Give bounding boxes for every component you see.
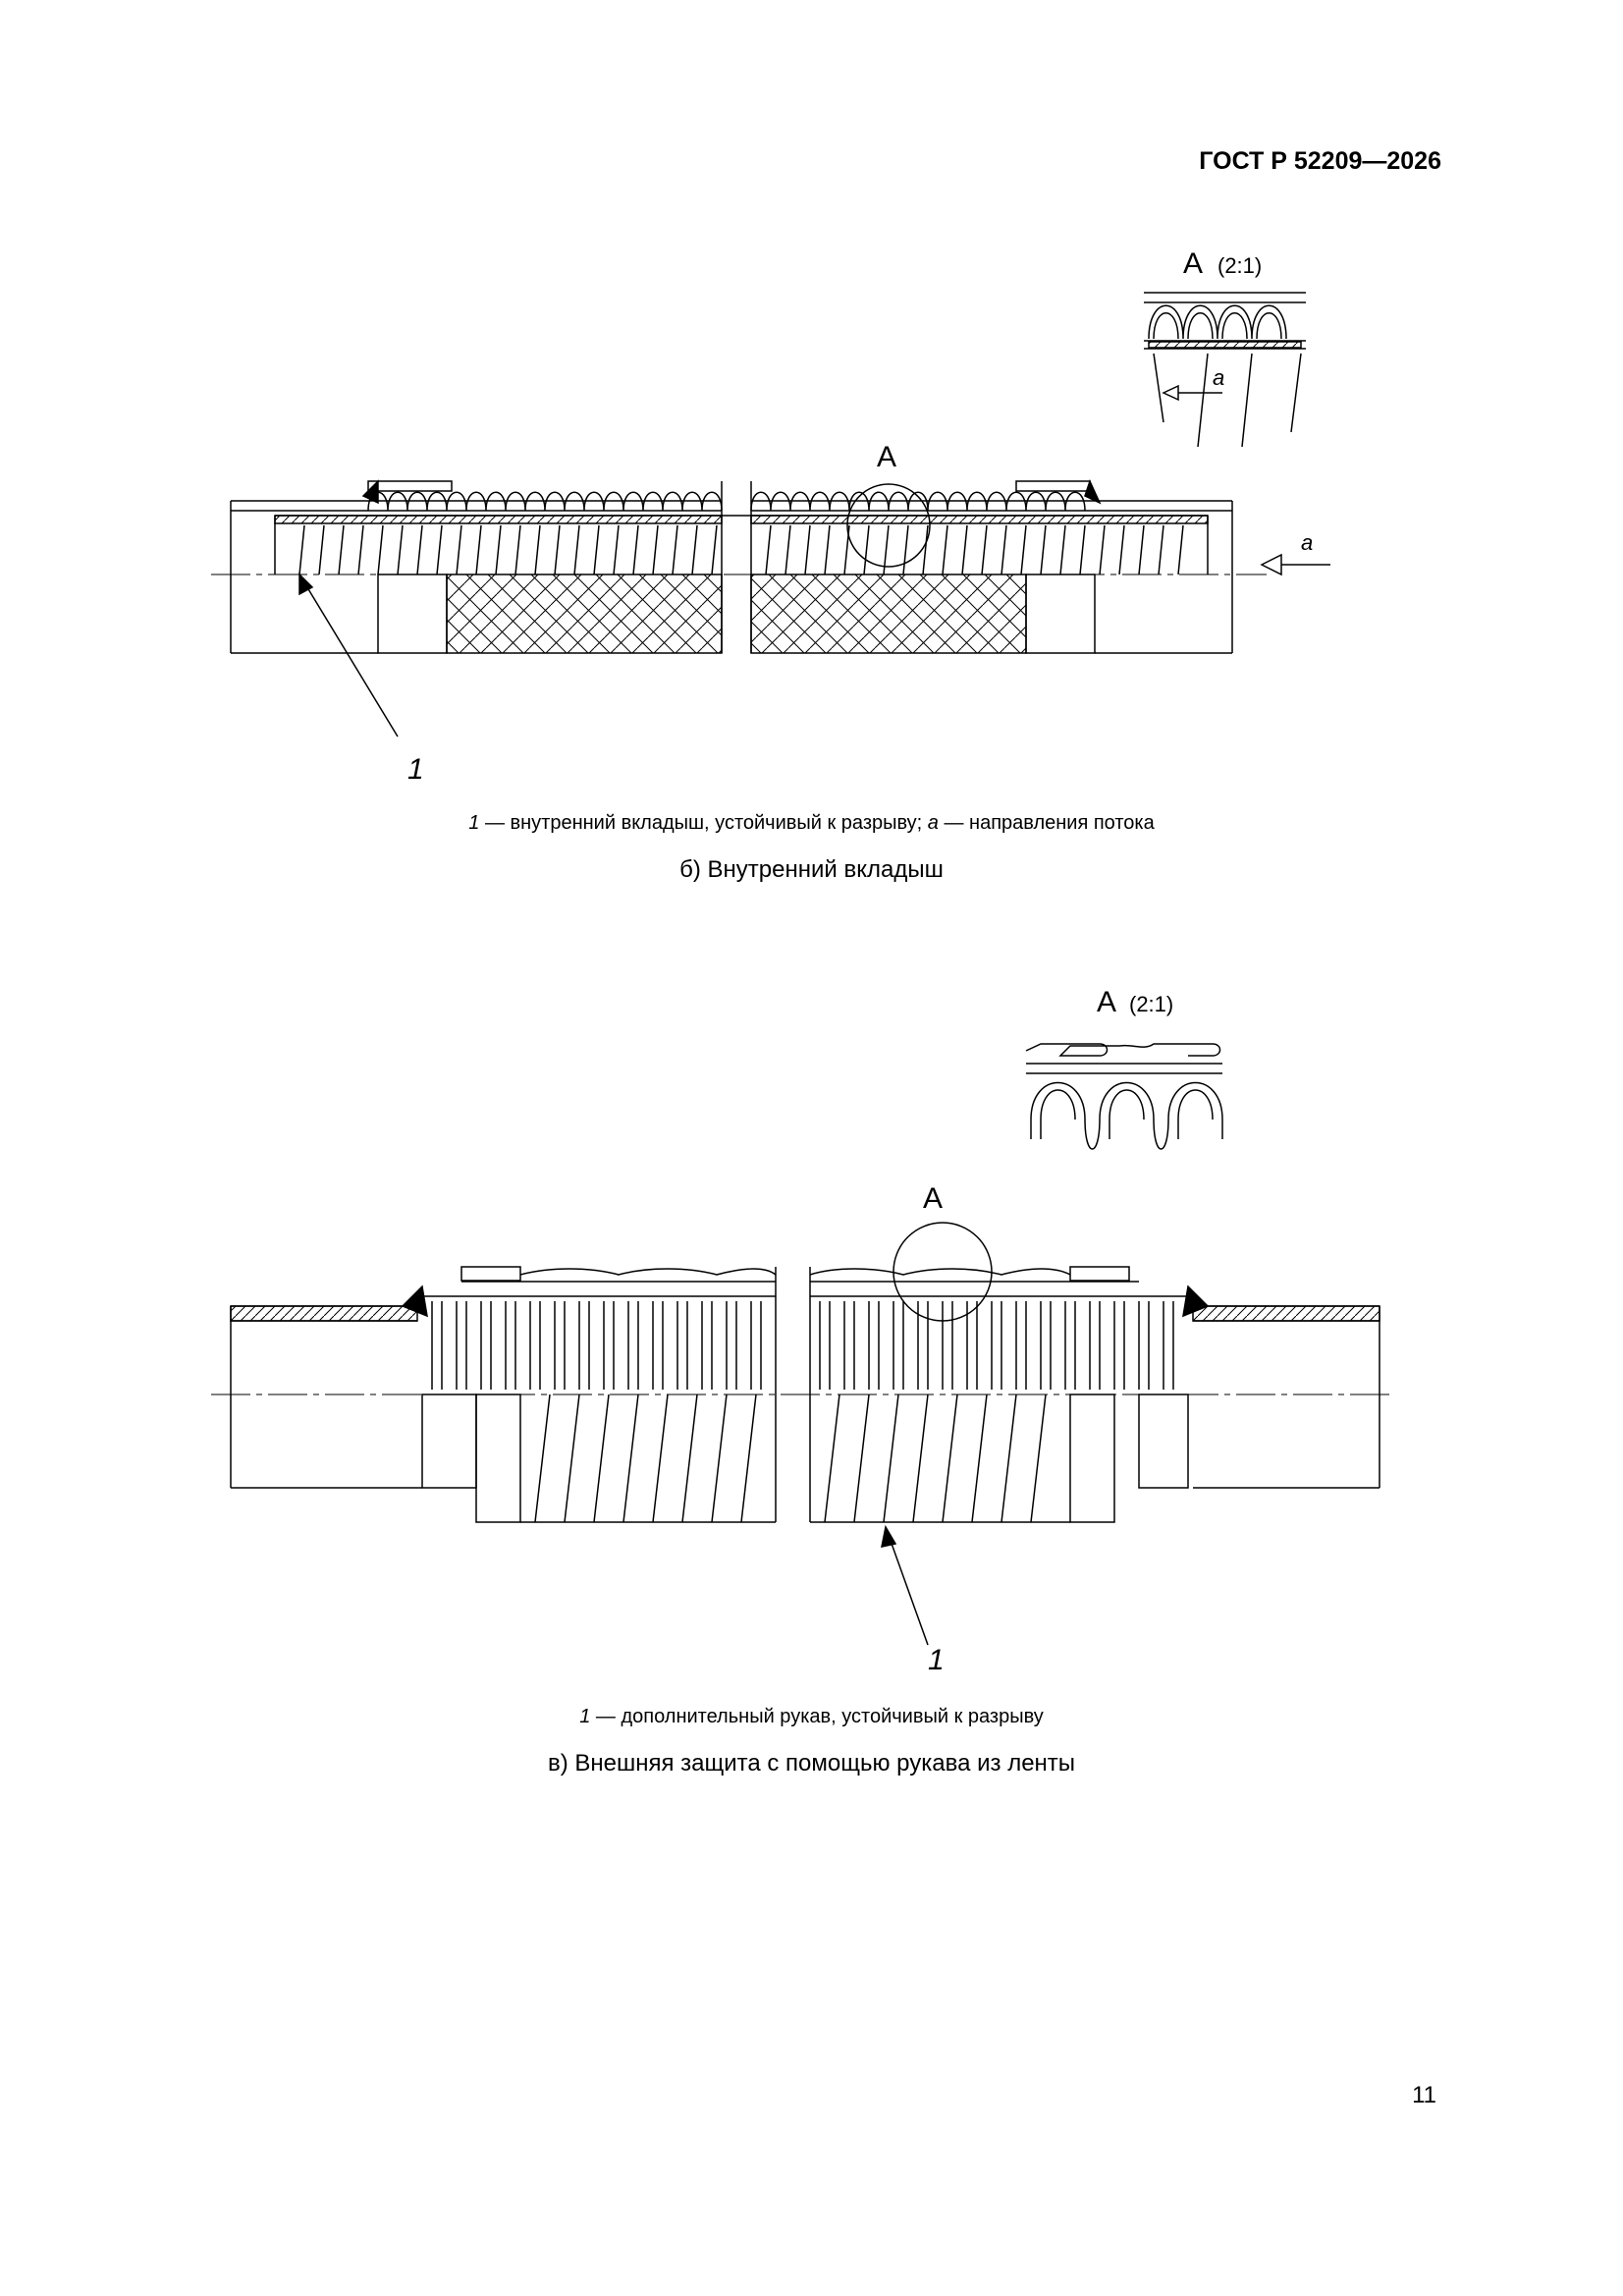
figure-v-detail-title: А [1097,986,1116,1018]
figure-v-detail-scale: (2:1) [1129,992,1173,1016]
figure-b-detail-title: А [1183,247,1203,280]
figure-b-legend: 1 — внутренний вкладыш, устойчивый к раз… [0,812,1623,835]
figure-b-callout: 1 [407,753,424,786]
figure-v-caption: в) Внешняя защита с помощью рукава из ле… [547,1750,1076,1777]
figure-v-legend-num: 1 [579,1706,591,1727]
figure-b-caption: б) Внутренний вкладыш [679,856,944,883]
figure-b-legend-text2: — направления потока [938,812,1155,834]
figure-b-flow-label: a [1301,530,1313,555]
figure-v-legend-text: — дополнительный рукав, устойчивый к раз… [590,1706,1044,1727]
figure-v-callout: 1 [928,1644,945,1676]
figure-b-drawing: А (2:1) a А [211,247,1330,786]
figure-v-detail-marker: А [923,1182,943,1215]
figure-b-detail-flow-label: a [1213,365,1224,390]
figure-v-drawing: А (2:1) А [211,986,1389,1676]
figure-b-legend-text: — внутренний вкладыш, устойчивый к разры… [479,812,928,834]
page-number: 11 [1412,2082,1436,2108]
figure-b-detail-marker: А [877,441,896,473]
figure-b-legend-a: a [927,812,939,834]
figure-b-detail-scale: (2:1) [1217,253,1262,278]
figure-b-legend-num: 1 [468,812,480,834]
figure-v-legend: 1 — дополнительный рукав, устойчивый к р… [0,1706,1623,1728]
standard-number: ГОСТ Р 52209—2026 [1199,147,1441,175]
